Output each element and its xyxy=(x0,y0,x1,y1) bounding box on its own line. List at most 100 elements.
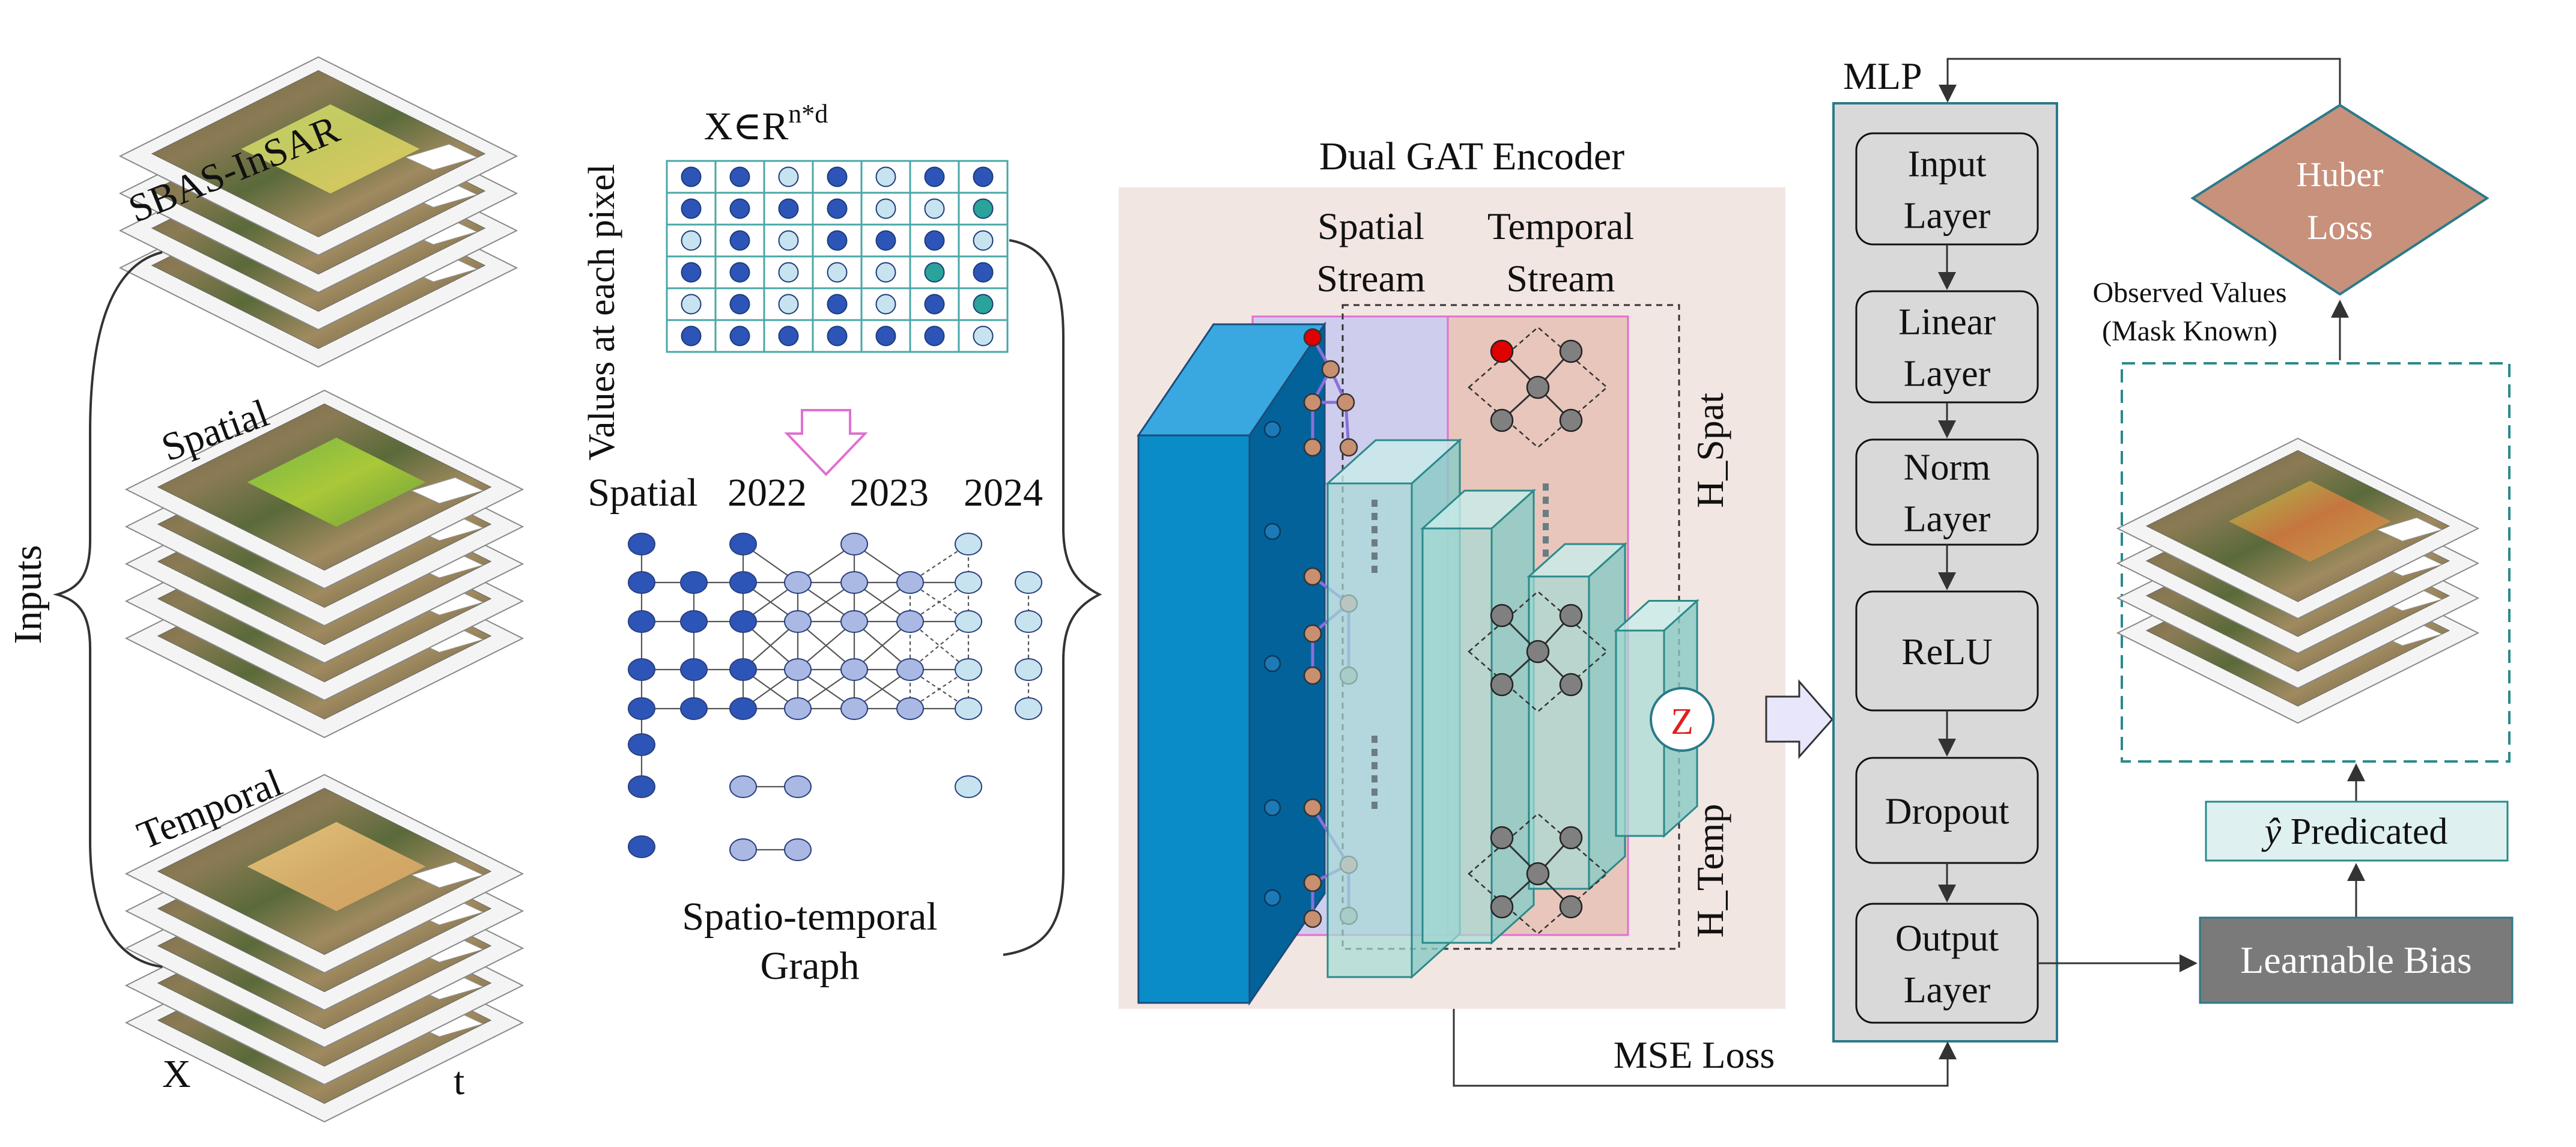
z-latent-label: Z xyxy=(1671,701,1694,742)
graph-node xyxy=(840,697,868,720)
graph-node xyxy=(896,571,924,594)
spatial-gat-node xyxy=(1339,438,1358,457)
graph-node xyxy=(628,775,655,798)
matrix-cell-value xyxy=(924,325,945,347)
temporal-group-frame xyxy=(1468,590,1608,713)
map-sheet-0-overlay xyxy=(247,437,426,527)
ellipsis-dot xyxy=(1372,526,1378,533)
graph-node xyxy=(784,610,812,633)
graph-node xyxy=(896,658,924,681)
graph-node xyxy=(896,697,924,720)
spatial-gat-node xyxy=(1303,393,1322,412)
spatial-gat-node xyxy=(1303,873,1322,892)
graph-label-2024: 2024 xyxy=(964,471,1043,515)
spatial-gat-node xyxy=(1336,393,1355,412)
matrix-grid xyxy=(666,160,1009,353)
mse-loss-connector xyxy=(1453,1009,1957,1087)
mlp-layer-label: Dropout xyxy=(1885,791,2009,832)
graph-edge xyxy=(910,669,969,709)
graph-node xyxy=(729,533,757,555)
matrix-cell-value xyxy=(681,230,702,251)
map-sheet-0-overlay xyxy=(2229,480,2391,562)
graph-caption-line1: Spatio-temporal xyxy=(682,895,937,939)
graph-label-2022: 2022 xyxy=(728,471,807,515)
huber-feedback-connector xyxy=(1939,58,2341,105)
matrix-title: X∈Rn*d xyxy=(704,99,828,148)
feature-matrix: X∈Rn*d Values at each pixel xyxy=(582,99,1009,476)
map-sheet-0-legend xyxy=(410,477,484,504)
graph-node xyxy=(628,533,655,555)
temporal-stream-label-line1: Temporal xyxy=(1487,205,1634,247)
predicted-box xyxy=(2205,800,2509,862)
temporal-gat-node xyxy=(1526,375,1550,399)
graph-node xyxy=(680,610,708,633)
ellipsis-dot xyxy=(1372,566,1378,573)
matrix-cell-value xyxy=(778,198,799,219)
graph-label-spatial: Spatial xyxy=(588,471,697,515)
matrix-cell-value xyxy=(827,325,848,347)
temporal-gat-node xyxy=(1490,673,1514,697)
learnable-bias-box xyxy=(2199,916,2514,1004)
graph-node xyxy=(1015,697,1042,720)
mlp-layer-stack: InputLayerLinearLayerNormLayerReLUDropou… xyxy=(1855,132,2039,1024)
matrix-cell-value xyxy=(973,294,994,315)
huber-loss-diamond xyxy=(2190,103,2489,296)
graph-node xyxy=(1015,610,1042,633)
graph-node xyxy=(840,571,868,594)
input-node xyxy=(1263,799,1281,817)
matrix-cell-value xyxy=(681,198,702,219)
spatial-gat-node xyxy=(1303,909,1322,928)
ellipsis-dot xyxy=(1372,775,1378,782)
temporal-gat-node xyxy=(1559,408,1583,432)
matrix-cell-value xyxy=(778,325,799,347)
x-axis-label: X xyxy=(162,1052,191,1096)
map-sheet-0-legend xyxy=(404,144,478,171)
spatial-stream-label-line2: Stream xyxy=(1316,257,1425,300)
ellipsis-dot xyxy=(1372,513,1378,520)
huber-loss-line2: Loss xyxy=(2307,208,2373,247)
mlp-title: MLP xyxy=(1843,55,1922,97)
temporal-gat-node xyxy=(1526,862,1550,886)
graph-node xyxy=(955,775,982,798)
observed-map-stack xyxy=(2116,437,2480,724)
mse-loss-label: MSE Loss xyxy=(1614,1034,1775,1076)
matrix-cell-value xyxy=(827,262,848,283)
graph-brace xyxy=(1003,239,1102,956)
matrix-cell-value xyxy=(827,230,848,251)
observed-values-line1: Observed Values xyxy=(2092,277,2286,309)
spatial-gat-node xyxy=(1303,567,1322,586)
matrix-cell-value xyxy=(681,262,702,283)
ellipsis-dot xyxy=(1543,536,1549,543)
graph-node xyxy=(628,571,655,594)
graph-node xyxy=(729,571,757,594)
graph-edge xyxy=(910,543,969,583)
graph-node xyxy=(896,610,924,633)
h-spat-label: H_Spat xyxy=(1689,393,1731,508)
graph-node xyxy=(628,658,655,681)
inputs-brace xyxy=(52,251,163,968)
loss-output-panel: Huber Loss Observed Values (Mask Known) … xyxy=(2038,103,2514,1004)
matrix-cell-value xyxy=(924,166,945,187)
graph-node xyxy=(729,838,757,861)
ellipsis-dot xyxy=(1543,549,1549,557)
inputs-panel: SBAS-InSAR Spatial Temporal Inputs X t xyxy=(6,56,524,1123)
mlp-layer-label: Input xyxy=(1908,144,1987,185)
huber-loss-line1: Huber xyxy=(2297,155,2384,194)
mlp-layer-label: Linear xyxy=(1898,302,1996,343)
matrix-cell-value xyxy=(681,166,702,187)
matrix-cell-value xyxy=(875,230,896,251)
matrix-cell-value xyxy=(973,325,994,347)
ellipsis-dot xyxy=(1372,552,1378,560)
temporal-gat-graph xyxy=(1468,326,1608,935)
graph-node xyxy=(628,610,655,633)
hidden-block-2-front xyxy=(1421,527,1493,944)
matrix-cell-value xyxy=(681,294,702,315)
map-sheet-0-legend xyxy=(2376,517,2443,542)
graph-node xyxy=(784,571,812,594)
matrix-cell-value xyxy=(973,166,994,187)
graph-node xyxy=(680,697,708,720)
spatial-gat-node xyxy=(1303,438,1322,457)
mlp-layer-label: Output xyxy=(1895,918,1999,959)
matrix-cell-value xyxy=(729,230,750,251)
matrix-cell-value xyxy=(973,262,994,283)
